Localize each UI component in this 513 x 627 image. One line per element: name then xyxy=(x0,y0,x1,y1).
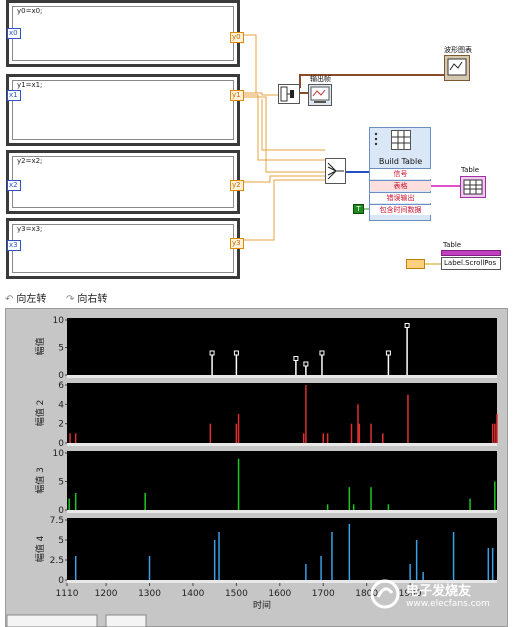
watermark-line1: 电子发烧友 xyxy=(406,584,472,599)
y-tick-label: 10 xyxy=(53,449,65,459)
build-table-title: Build Table xyxy=(378,157,423,166)
rotate-left-label: 向左转 xyxy=(16,294,47,305)
y-axis-label: 幅值 4 xyxy=(34,535,46,562)
rotate-left-icon: ↶ xyxy=(5,294,14,305)
y-tick-label: 0 xyxy=(58,371,64,381)
output-terminal-y3[interactable]: y3 xyxy=(230,238,244,249)
build-array-node[interactable] xyxy=(278,84,300,104)
y-tick-label: 5 xyxy=(58,478,64,488)
output-frame-label: 输出帧 xyxy=(310,75,331,83)
property-node-header xyxy=(441,250,501,256)
build-table-express-vi[interactable]: Build Table 信号 表格 错误输出 包含时间数据 xyxy=(369,127,431,221)
watermark-logo-icon xyxy=(370,579,400,609)
y-tick-label: 0 xyxy=(58,506,64,516)
x-tick-label: 1300 xyxy=(138,589,161,599)
property-node-title: Table xyxy=(443,241,462,249)
watermark: 电子发烧友 www.elecfans.com xyxy=(368,577,508,627)
formula-text: y2=x2; xyxy=(17,157,43,165)
rotate-right-icon: ↷ xyxy=(66,294,75,305)
plot-baseline-3 xyxy=(67,510,497,513)
plot-area-1 xyxy=(67,318,497,375)
data-marker xyxy=(209,350,215,356)
formula-text: y3=x3; xyxy=(17,225,43,233)
y-tick-label: 5 xyxy=(58,536,64,546)
input-terminal-x0[interactable]: x0 xyxy=(7,28,21,39)
x-tick-label: 1600 xyxy=(268,589,291,599)
input-terminal-x2[interactable]: x2 xyxy=(7,180,21,191)
bt-row-table[interactable]: 表格 xyxy=(370,180,431,191)
data-marker xyxy=(404,323,410,328)
y-axis-label: 幅值 xyxy=(34,337,46,355)
bottom-control-mid xyxy=(105,614,147,627)
numeric-constant-icon[interactable] xyxy=(406,259,425,269)
plot-area-3 xyxy=(67,451,497,510)
waveform-express-vi-icon[interactable] xyxy=(308,84,332,106)
vi-ring-icon xyxy=(372,130,380,150)
rotate-right-button[interactable]: ↷向右转 xyxy=(66,290,107,305)
x-tick-label: 1200 xyxy=(95,589,118,599)
table-grid-icon xyxy=(391,130,411,150)
true-constant[interactable]: T xyxy=(353,204,364,214)
plot-baseline-2 xyxy=(67,443,497,446)
x-tick-label: 1900 xyxy=(399,589,422,599)
y-axis-label: 幅值 2 xyxy=(34,400,46,427)
y-tick-label: 10 xyxy=(53,316,65,326)
image-toolbar: ↶向左转 ↷向右转 xyxy=(0,287,513,307)
watermark-line2: www.elecfans.com xyxy=(406,599,490,609)
table-indicator-label: Table xyxy=(461,166,480,174)
bt-row-signal[interactable]: 信号 xyxy=(370,168,431,179)
rotate-left-button[interactable]: ↶向左转 xyxy=(5,290,46,305)
bottom-control-left xyxy=(6,614,98,627)
formula-node-3[interactable]: y3=x3; x3 y3 xyxy=(6,218,244,279)
bundle-node-icon[interactable] xyxy=(325,158,346,184)
y-tick-label: 4 xyxy=(58,400,64,410)
y-tick-label: 2.5 xyxy=(50,556,64,566)
x-axis-label: 时间 xyxy=(253,599,271,611)
bt-row-include-time[interactable]: 包含时间数据 xyxy=(370,204,431,215)
formula-text: y1=x1; xyxy=(17,81,43,89)
plot-baseline-4 xyxy=(67,580,497,583)
y-tick-label: 6 xyxy=(58,381,64,391)
output-terminal-y0[interactable]: y0 xyxy=(230,32,244,43)
formula-node-1[interactable]: y1=x1; x1 y1 xyxy=(6,74,244,146)
y-tick-label: 0 xyxy=(58,439,64,449)
data-marker xyxy=(293,356,299,361)
formula-node-2[interactable]: y2=x2; x2 y2 xyxy=(6,150,244,214)
input-terminal-x1[interactable]: x1 xyxy=(7,90,21,101)
input-terminal-x3[interactable]: x3 xyxy=(7,240,21,251)
table-indicator-icon[interactable] xyxy=(460,176,486,198)
x-tick-label: 1700 xyxy=(312,589,335,599)
output-terminal-y1[interactable]: y1 xyxy=(230,90,244,101)
rotate-right-label: 向右转 xyxy=(77,294,108,305)
x-tick-label: 1800 xyxy=(355,589,378,599)
plot-baseline-1 xyxy=(67,375,497,378)
y-tick-label: 2 xyxy=(58,420,64,430)
y-tick-label: 5 xyxy=(58,344,64,354)
y-axis-label: 幅值 3 xyxy=(34,467,46,494)
formula-node-0[interactable]: y0=x0; x0 y0 xyxy=(6,0,244,67)
y-tick-label: 7.5 xyxy=(50,516,64,526)
formula-text: y0=x0; xyxy=(17,7,43,15)
waveform-chart-terminal-icon[interactable] xyxy=(444,55,470,81)
x-tick-label: 1500 xyxy=(225,589,248,599)
output-terminal-y2[interactable]: y2 xyxy=(230,180,244,191)
y-tick-label: 0 xyxy=(58,576,64,586)
x-tick-label: 1400 xyxy=(182,589,205,599)
data-marker xyxy=(303,361,309,367)
bt-row-error-out[interactable]: 错误输出 xyxy=(370,192,431,203)
waveform-chart-label: 波形图表 xyxy=(444,46,472,54)
plot-area-2 xyxy=(67,383,497,443)
data-marker xyxy=(233,350,239,356)
property-label-scrollpos[interactable]: Label.ScrollPos xyxy=(441,257,501,270)
data-marker xyxy=(385,350,391,356)
data-marker xyxy=(319,350,325,356)
x-tick-label: 1110 xyxy=(56,589,79,599)
plot-area-4 xyxy=(67,518,497,580)
